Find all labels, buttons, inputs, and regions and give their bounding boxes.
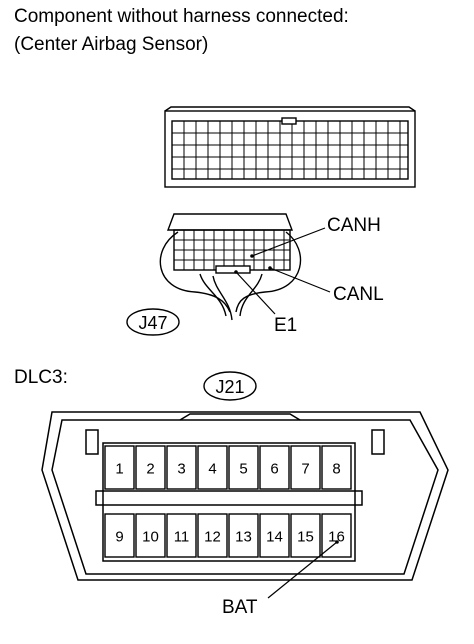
- dlc3-bottom-pin-number: 13: [235, 529, 252, 546]
- j47-connector: [159, 213, 302, 321]
- j47-callout-lines: [235, 227, 331, 315]
- dlc3-bottom-pin-number: 10: [142, 529, 159, 546]
- dlc3-bottom-pin-16: [321, 513, 352, 558]
- airbag-sensor-body: [164, 106, 416, 188]
- dlc3-top-pin-number: 2: [146, 461, 154, 478]
- caption-line-2: (Center Airbag Sensor): [14, 34, 209, 55]
- dlc3-top-pin-number: 1: [115, 461, 123, 478]
- dlc3-housing: [41, 411, 449, 581]
- e1-pin-dot: [234, 270, 238, 274]
- dlc3-bottom-pin-number: 14: [266, 529, 283, 546]
- dlc3-top-pin-1: [104, 445, 135, 490]
- bat-label: BAT: [222, 597, 258, 618]
- j21-badge: [203, 371, 257, 401]
- caption-line-1: Component without harness connected:: [14, 6, 349, 27]
- canl-pin-dot: [268, 266, 272, 270]
- dlc3-top-pin-8: [321, 445, 352, 490]
- dlc3-bottom-pin-10: [135, 513, 166, 558]
- dlc3-top-pin-number: 5: [239, 461, 247, 478]
- j47-id: J47: [138, 313, 167, 333]
- dlc3-bottom-pin-11: [166, 513, 197, 558]
- dlc3-bottom-pin-12: [197, 513, 228, 558]
- canl-label: CANL: [333, 284, 384, 305]
- dlc3-bottom-row: 9 10 11 12 13 14 15 16: [104, 513, 352, 558]
- dlc3-top-pin-number: 7: [301, 461, 309, 478]
- dlc3-top-pin-7: [290, 445, 321, 490]
- dlc3-bottom-pin-number: 15: [297, 529, 314, 546]
- dlc3-bottom-pin-9: [104, 513, 135, 558]
- dlc-label: DLC3:: [14, 367, 68, 388]
- dlc3-bottom-pin-number: 9: [115, 529, 123, 546]
- canh-pin-dot: [250, 254, 254, 258]
- dlc3-top-pin-6: [259, 445, 290, 490]
- dlc3-bottom-pin-15: [290, 513, 321, 558]
- dlc3-top-pin-number: 6: [270, 461, 278, 478]
- dlc3-top-row: 1 2 3 4 5 6 7 8: [104, 445, 352, 490]
- dlc3-top-pin-5: [228, 445, 259, 490]
- dlc3-bottom-pin-number: 11: [174, 529, 190, 546]
- dlc3-top-pin-2: [135, 445, 166, 490]
- dlc3-top-pin-number: 3: [177, 461, 185, 478]
- dlc3-bottom-pin-number: 16: [328, 529, 345, 546]
- dlc3-top-pin-3: [166, 445, 197, 490]
- dlc3-bottom-pin-number: 12: [204, 529, 221, 546]
- dlc3-bottom-pin-14: [259, 513, 290, 558]
- j21-id: J21: [215, 377, 244, 397]
- e1-label: E1: [274, 315, 297, 336]
- dlc3-top-pin-4: [197, 445, 228, 490]
- dlc3-bottom-pin-13: [228, 513, 259, 558]
- bat-callout-line: [267, 541, 338, 599]
- canh-label: CANH: [327, 215, 381, 236]
- dlc3-top-pin-number: 4: [208, 461, 216, 478]
- bat-pin-dot: [335, 540, 339, 544]
- dlc3-top-pin-number: 8: [332, 461, 340, 478]
- j47-badge: [126, 308, 180, 336]
